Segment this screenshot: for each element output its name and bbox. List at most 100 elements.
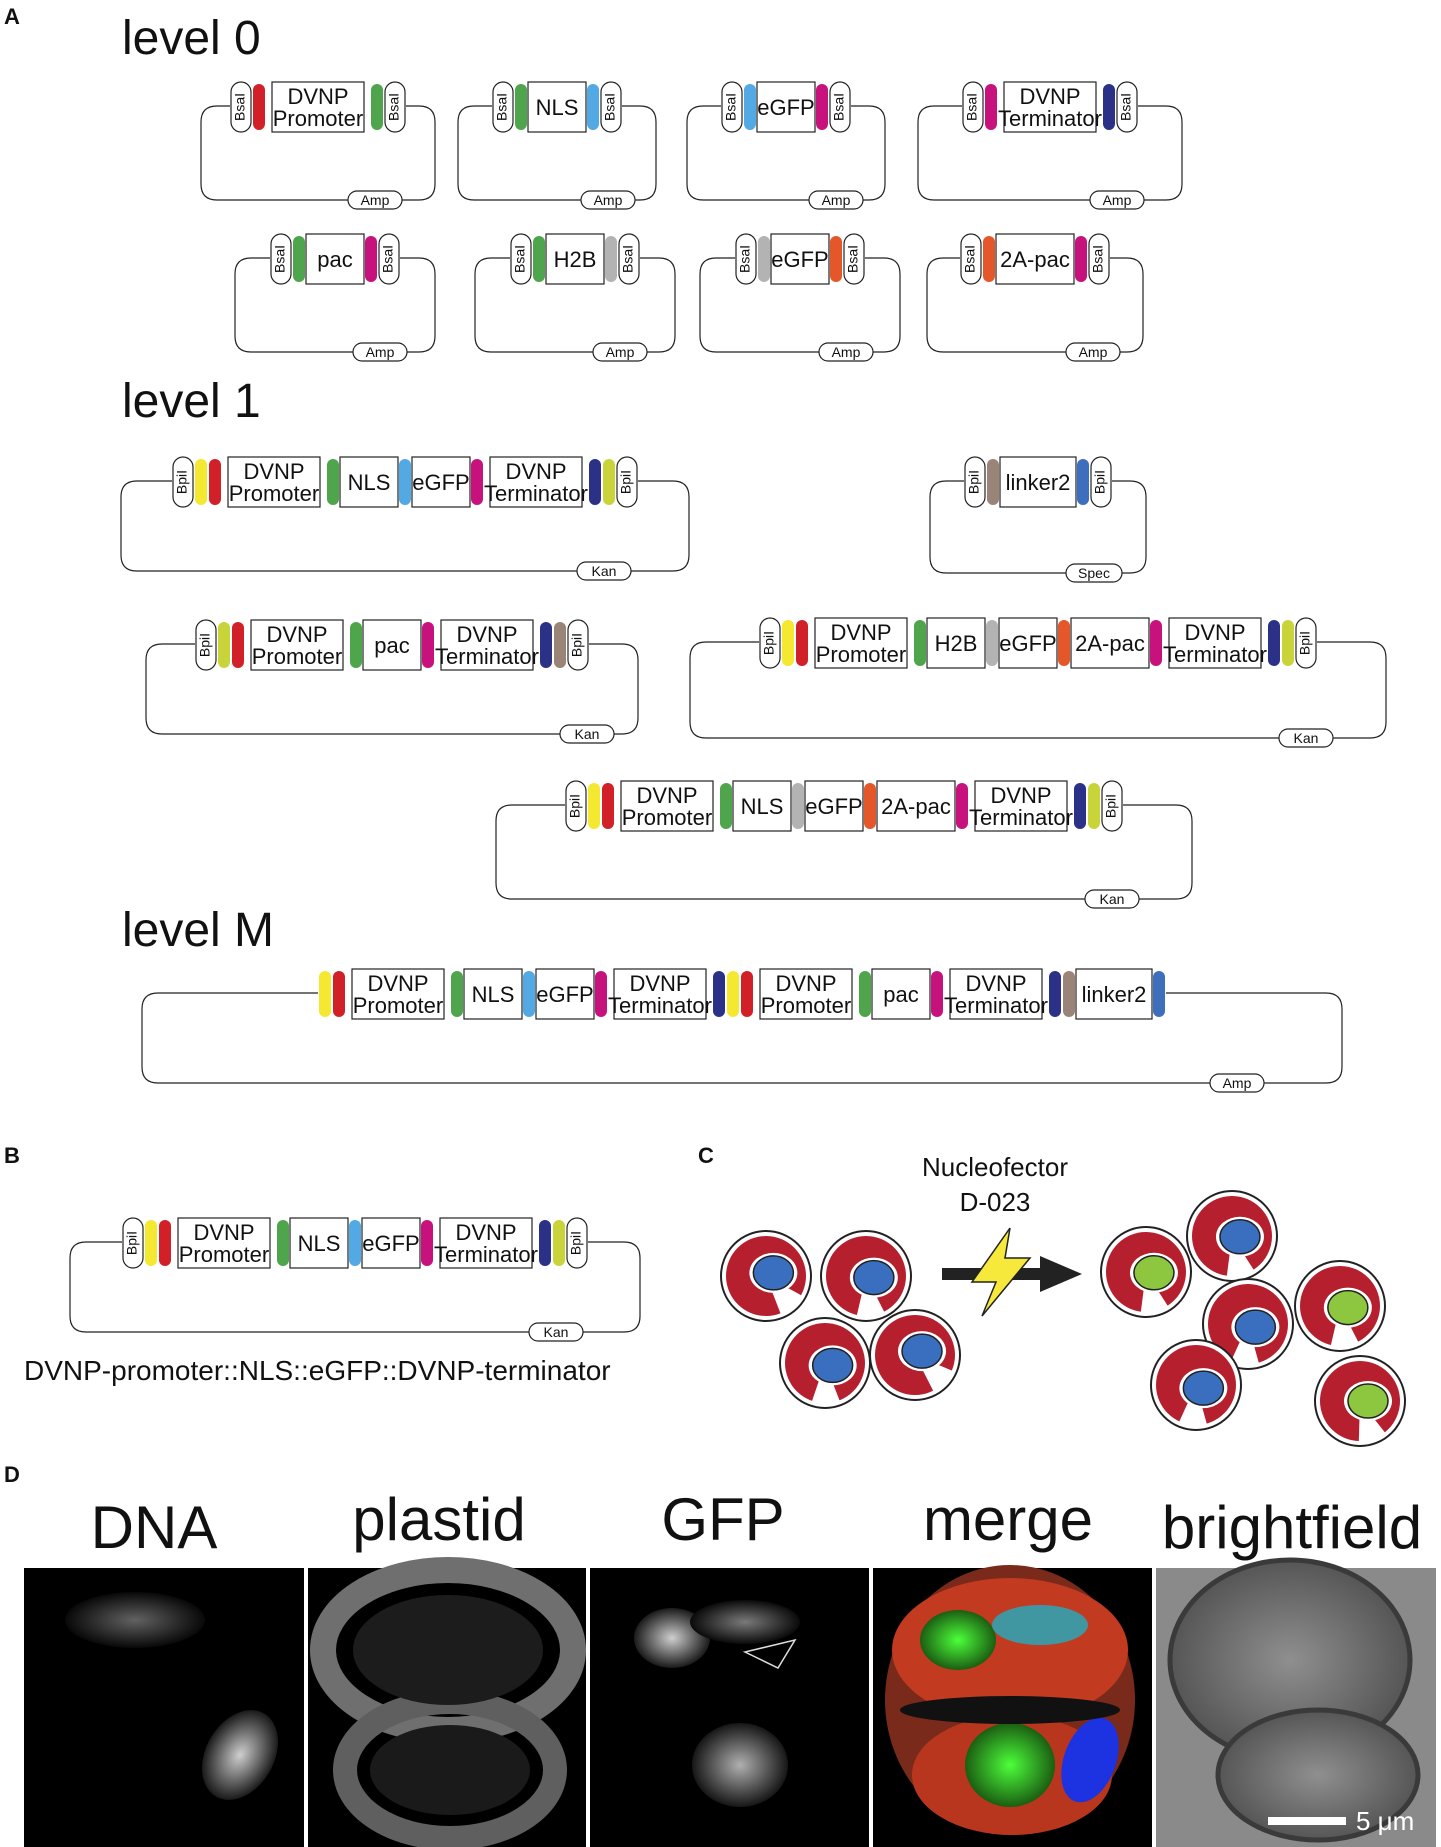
part-label-egfp: eGFP: [805, 794, 862, 819]
lightning-bolt-icon: [970, 1227, 1032, 1317]
resistance-marker: [528, 1322, 584, 1342]
plasmid-backbone: [457, 105, 657, 201]
nucleus: [901, 1333, 943, 1369]
micrograph-label-plastid: plastid: [352, 1486, 525, 1553]
part-label-nls: NLS: [348, 470, 391, 495]
resistance-marker: [576, 561, 632, 581]
overhang-navy: [589, 459, 601, 505]
overhang-red: [602, 783, 614, 829]
overhang-navy: [1103, 84, 1115, 130]
dinoflagellate-cell: [820, 1230, 912, 1322]
micrograph-gfp: [590, 1568, 869, 1847]
overhang-navy: [540, 622, 552, 668]
part-label-promoter: Promoter: [622, 805, 712, 830]
part-label-egfp: eGFP: [362, 1231, 419, 1256]
part-label-dvnp: DVNP: [456, 622, 517, 647]
restriction-site: [618, 233, 640, 285]
part-label-egfp: eGFP: [757, 95, 814, 120]
overhang-brown: [554, 622, 566, 668]
overhang-gray: [986, 620, 998, 666]
part-label-pac2a: 2A-pac: [881, 794, 951, 819]
overhang-navy: [1049, 971, 1061, 1017]
overhang-lightblue: [587, 84, 599, 130]
restriction-site-label: BsaI: [602, 93, 618, 121]
overhang-lime: [553, 1220, 565, 1266]
overhang-green: [371, 84, 383, 130]
restriction-site-label: BpiI: [1297, 631, 1313, 655]
part-h2b: [926, 617, 986, 669]
part-label-egfp: eGFP: [999, 631, 1056, 656]
part-label-promoter: Promoter: [229, 481, 319, 506]
part-nls: [289, 1217, 349, 1269]
restriction-site: [384, 81, 406, 133]
part-label-terminator: Terminator: [435, 644, 539, 669]
restriction-site-label: BsaI: [386, 93, 402, 121]
restriction-site-label: BpiI: [569, 633, 585, 657]
overhang-yellow: [727, 971, 739, 1017]
plasmid-backbone: [689, 641, 1387, 739]
overhang-gray: [758, 236, 770, 282]
part-terminator: [613, 968, 707, 1020]
panel-label-d: D: [4, 1462, 20, 1487]
restriction-site-label: BsaI: [494, 93, 510, 121]
part-label-dvnp: DVNP: [455, 1220, 516, 1245]
scale-bar: [1268, 1817, 1346, 1825]
dinoflagellate-cell: [1294, 1260, 1386, 1352]
restriction-site-label: BsaI: [272, 245, 288, 273]
dinoflagellate-cell: [1100, 1226, 1192, 1318]
part-label-promoter: Promoter: [353, 993, 443, 1018]
restriction-site-label: BpiI: [1092, 470, 1108, 494]
overhang-lightblue: [744, 84, 756, 130]
part-label-nls: NLS: [741, 794, 784, 819]
part-label-dvnp: DVNP: [990, 783, 1051, 808]
restriction-site-label: BpiI: [567, 794, 583, 818]
restriction-site: [1101, 780, 1123, 832]
part-label-dvnp: DVNP: [193, 1220, 254, 1245]
part-label-dvnp: DVNP: [1019, 84, 1080, 109]
resistance-marker-label: Kan: [1100, 891, 1125, 907]
resistance-marker-label: Kan: [575, 726, 600, 742]
part-label-dvnp: DVNP: [629, 971, 690, 996]
overhang-yellow: [588, 783, 600, 829]
overhang-gray: [605, 236, 617, 282]
overhang-red: [209, 459, 221, 505]
plasmid-backbone: [200, 105, 436, 201]
resistance-marker-label: Amp: [366, 344, 395, 360]
part-label-terminator: Terminator: [969, 805, 1073, 830]
part-label-egfp: eGFP: [412, 470, 469, 495]
overhang-lightblue: [523, 971, 535, 1017]
overhang-magenta: [985, 84, 997, 130]
restriction-site-label: BpiI: [761, 631, 777, 655]
part-label-egfp: eGFP: [536, 982, 593, 1007]
part-promoter: [227, 456, 321, 508]
panel-d-micrographs: DNA plastid GFP merge brightfield: [24, 1486, 1436, 1847]
restriction-site: [567, 619, 589, 671]
part-egfp: [770, 233, 830, 285]
part-terminator: [1168, 617, 1262, 669]
part-label-terminator: Terminator: [608, 993, 712, 1018]
overhang-blue: [1153, 971, 1165, 1017]
plasmid-backbone: [145, 643, 639, 735]
overhang-magenta: [471, 459, 483, 505]
plasmid-backbone: [474, 257, 676, 353]
part-label-h2b: H2B: [935, 631, 978, 656]
part-label-terminator: Terminator: [944, 993, 1048, 1018]
restriction-site: [122, 1217, 144, 1269]
panel-label-a: A: [4, 4, 20, 29]
overhang-red: [741, 971, 753, 1017]
part-promoter: [177, 1217, 271, 1269]
overhang-lime: [1088, 783, 1100, 829]
part-label-pac: pac: [883, 982, 918, 1007]
resistance-marker-label: Amp: [594, 192, 623, 208]
overhang-orange: [830, 236, 842, 282]
part-promoter: [759, 968, 853, 1020]
overhang-brown: [1063, 971, 1075, 1017]
restriction-site: [510, 233, 532, 285]
resistance-marker-label: Amp: [606, 344, 635, 360]
restriction-site-label: BpiI: [1103, 794, 1119, 818]
nucleus-gfp-positive: [1327, 1289, 1369, 1326]
part-egfp: [998, 617, 1058, 669]
